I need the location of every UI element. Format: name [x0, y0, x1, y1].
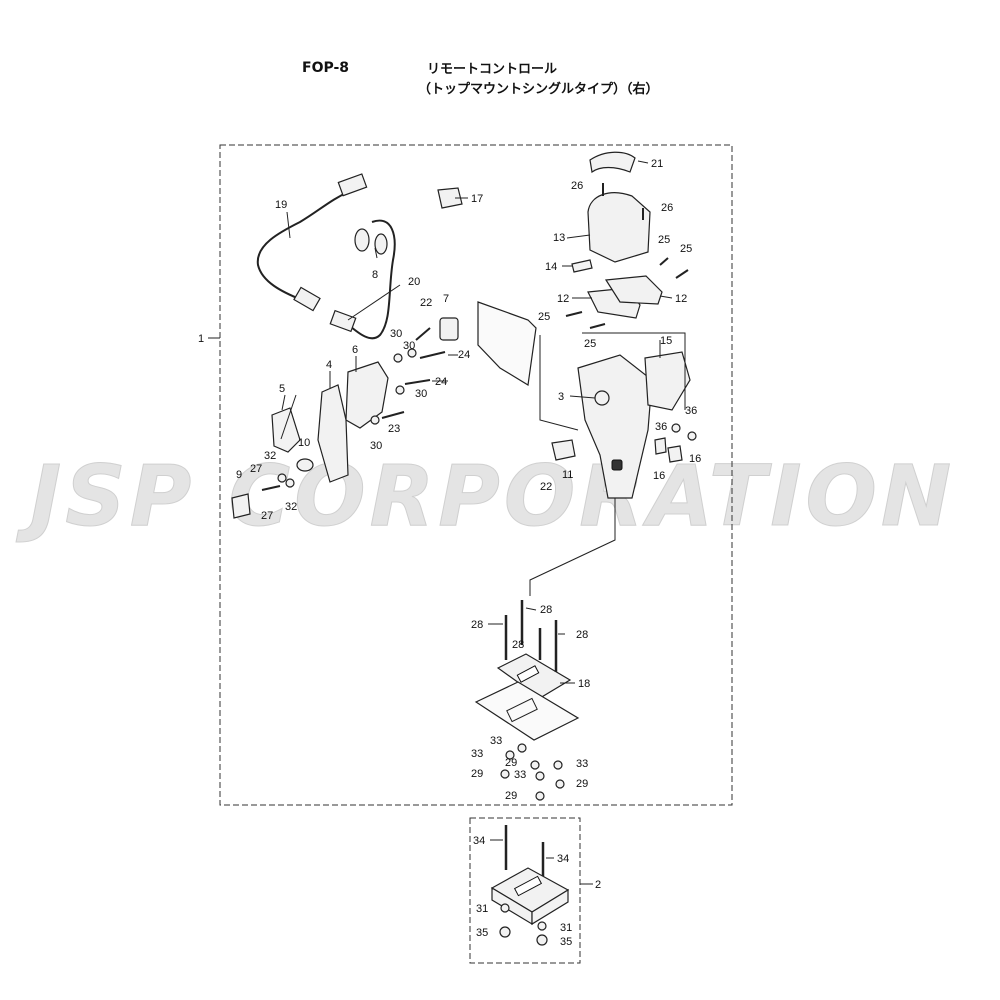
title-line-2: （トップマウントシングルタイプ）（右） [418, 82, 659, 97]
callout-10: 10 [298, 437, 310, 449]
grommet-17 [437, 187, 463, 209]
callout-25-c: 25 [538, 311, 550, 323]
plate-12-right [604, 275, 663, 305]
callout-29-d: 29 [505, 790, 517, 802]
callout-30-a: 30 [390, 328, 402, 340]
callout-32-a: 32 [264, 450, 276, 462]
top-housing-13 [587, 192, 651, 263]
callout-8: 8 [372, 269, 378, 281]
callout-30-b: 30 [403, 340, 415, 352]
callout-14: 14 [545, 261, 557, 273]
callout-13: 13 [553, 232, 565, 244]
callout-12-left: 12 [557, 293, 569, 305]
callout-33-b: 33 [471, 748, 483, 760]
cover-21 [589, 151, 636, 174]
leader-lines [280, 160, 673, 859]
bushing-7 [439, 317, 459, 341]
callout-4: 4 [326, 359, 332, 371]
callout-numbers: 1 2 3 4 5 6 7 8 9 10 11 12 12 13 14 15 1… [198, 158, 701, 948]
callout-11: 11 [562, 469, 573, 481]
callout-28-b: 28 [540, 604, 552, 616]
callout-31-a: 31 [476, 903, 488, 915]
callout-33-d: 33 [514, 769, 526, 781]
detent-plate-15 [644, 351, 691, 411]
callout-34-b: 34 [557, 853, 569, 865]
diagram-code: FOP-8 [302, 60, 350, 76]
callout-29-c: 29 [576, 778, 588, 790]
callout-29-b: 29 [471, 768, 483, 780]
callout-19: 19 [275, 199, 287, 211]
callout-23: 23 [388, 423, 400, 435]
gasket-sheet [477, 301, 537, 386]
left-fasteners [261, 327, 446, 491]
callout-33-c: 33 [576, 758, 588, 770]
callout-1: 1 [198, 333, 204, 345]
watermark-text: JSP CORPORATION [16, 447, 955, 545]
callout-34-a: 34 [473, 835, 485, 847]
callout-28-d: 28 [576, 629, 588, 641]
callout-24-a: 24 [458, 349, 470, 361]
callout-28-c: 28 [512, 639, 524, 651]
top-fasteners [565, 183, 689, 329]
assembly-2-frame [469, 817, 581, 964]
collar-10 [296, 458, 314, 472]
title-line-1: リモートコントロール [427, 62, 558, 77]
callout-27-b: 27 [261, 510, 273, 522]
callout-6: 6 [352, 344, 358, 356]
callout-27-a: 27 [250, 463, 262, 475]
bolts-28 [504, 600, 558, 672]
base-gasket [474, 681, 580, 741]
callout-31-b: 31 [560, 922, 572, 934]
callout-17: 17 [471, 193, 483, 205]
callout-25-b: 25 [680, 243, 692, 255]
callout-9: 9 [236, 469, 242, 481]
handle-grip-5 [271, 407, 301, 453]
nuts-29-33 [500, 743, 565, 801]
callout-32-b: 32 [285, 501, 297, 513]
callout-29-a: 29 [505, 757, 517, 769]
knob-9 [231, 493, 251, 519]
callout-22-b: 22 [540, 481, 552, 493]
wire-harness-19 [256, 173, 368, 312]
callout-18: 18 [578, 678, 590, 690]
callout-22-a: 22 [420, 297, 432, 309]
callout-35-b: 35 [560, 936, 572, 948]
callout-21: 21 [651, 158, 663, 170]
callout-33-a: 33 [490, 735, 502, 747]
bracket-11 [551, 439, 576, 461]
callout-25-d: 25 [584, 338, 596, 350]
callout-3: 3 [558, 391, 564, 403]
callout-30-d: 30 [370, 440, 382, 452]
callout-24-b: 24 [435, 376, 447, 388]
callout-5: 5 [279, 383, 285, 395]
callout-36-a: 36 [685, 405, 697, 417]
callout-2: 2 [595, 879, 601, 891]
callout-30-c: 30 [415, 388, 427, 400]
callout-20: 20 [408, 276, 420, 288]
callout-7: 7 [443, 293, 449, 305]
lever-arm-4 [317, 384, 349, 483]
callout-26-b: 26 [661, 202, 673, 214]
callout-15: 15 [660, 335, 672, 347]
bracket-6 [345, 361, 389, 429]
right-hardware [654, 423, 697, 463]
callout-16-b: 16 [689, 453, 701, 465]
assembly-1-frame [219, 144, 733, 806]
clip-14 [571, 259, 593, 273]
spacer-assembly-2 [490, 825, 570, 946]
callout-25-a: 25 [658, 234, 670, 246]
control-body-3 [577, 354, 653, 499]
callout-35-a: 35 [476, 927, 488, 939]
callout-26-a: 26 [571, 180, 583, 192]
wire-harness-20 [329, 219, 396, 340]
callout-36-b: 36 [655, 421, 667, 433]
callout-28-a: 28 [471, 619, 483, 631]
callout-12-right: 12 [675, 293, 687, 305]
callout-16-a: 16 [653, 470, 665, 482]
